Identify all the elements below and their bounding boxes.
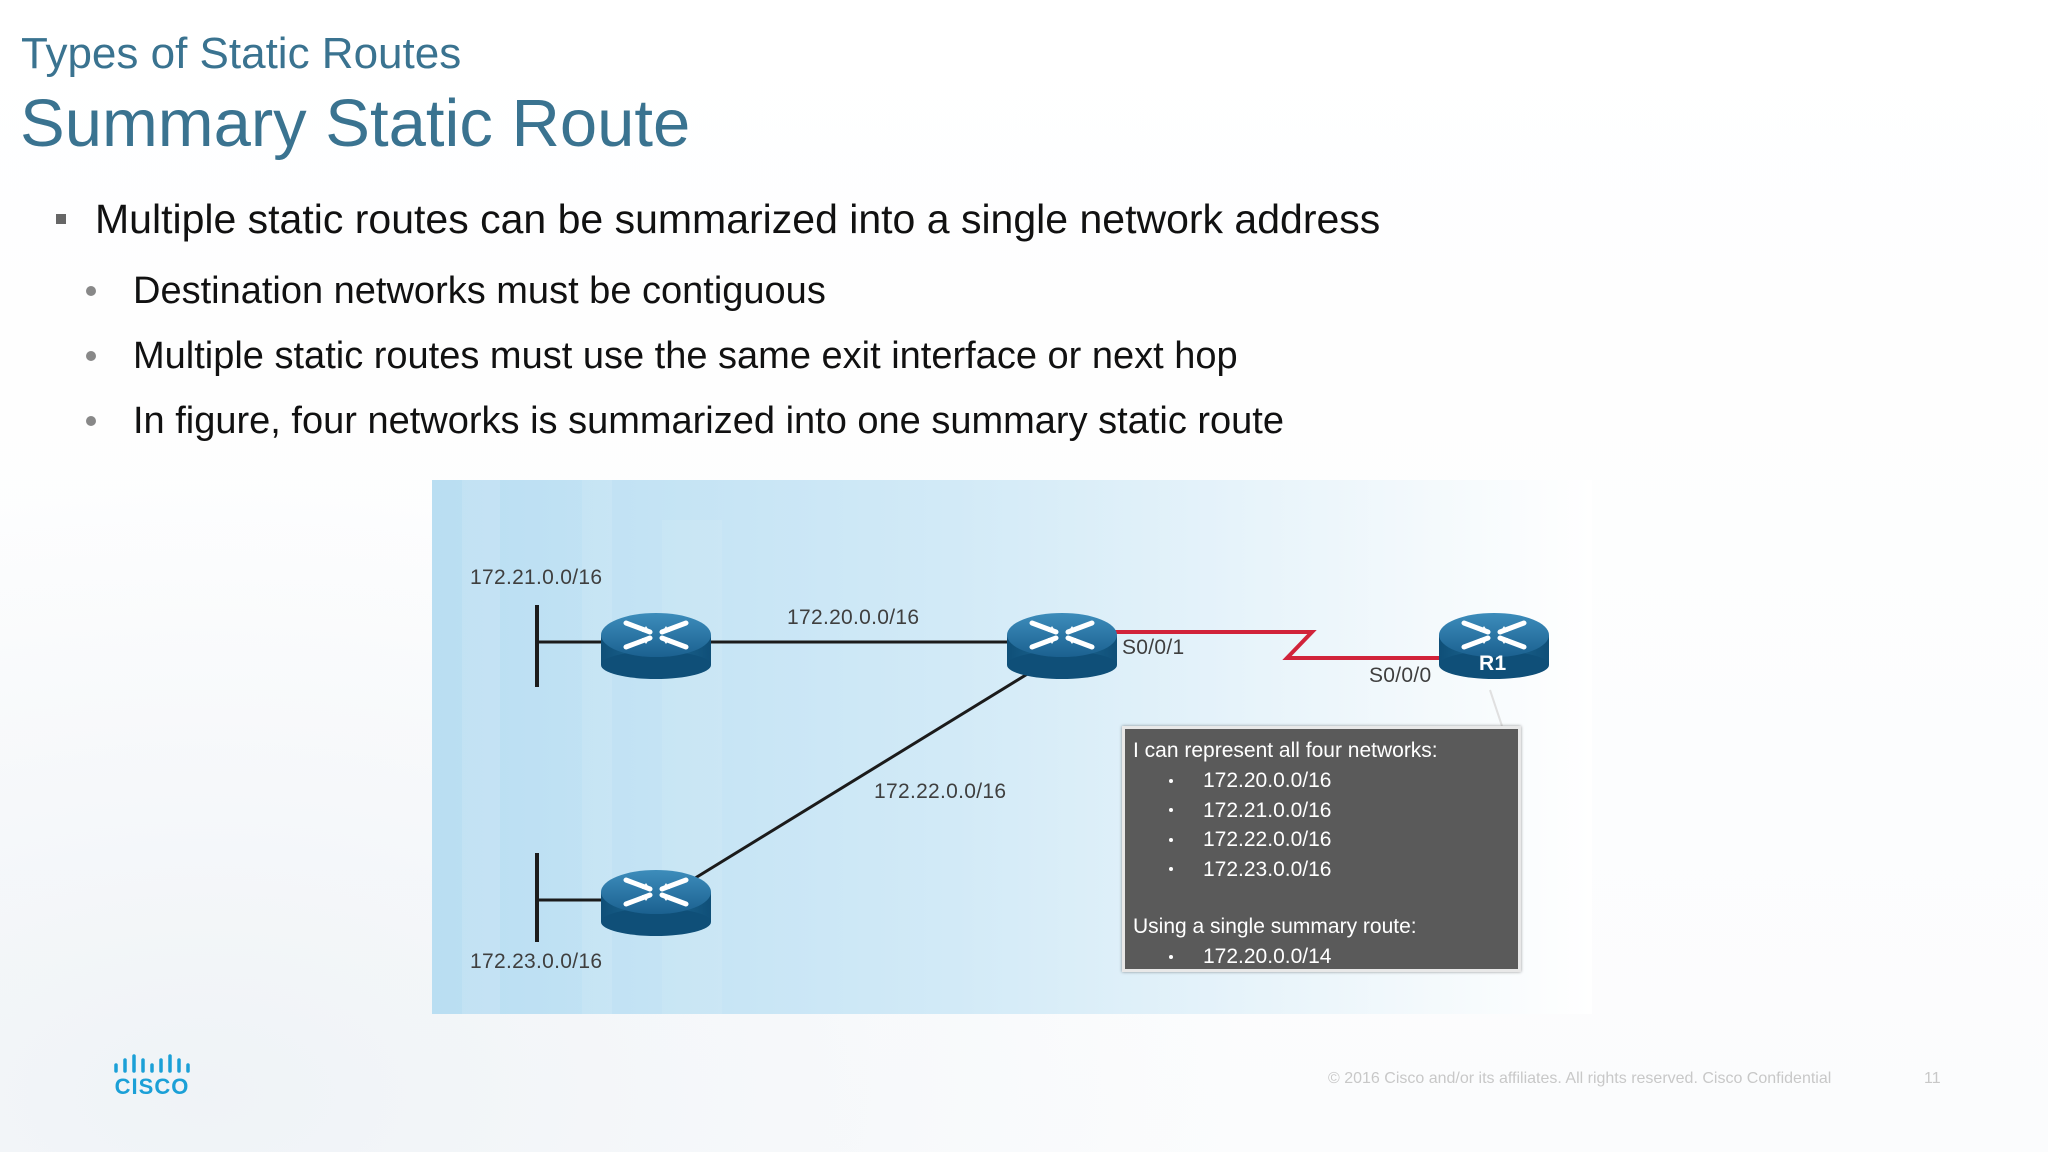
dot-bullet-icon xyxy=(86,416,96,426)
info-box-item: 172.20.0.0/14 xyxy=(1133,942,1510,972)
network-entry: 172.20.0.0/16 xyxy=(1203,769,1332,792)
cisco-bars-icon xyxy=(114,1054,190,1073)
network-label: 172.20.0.0/16 xyxy=(787,606,920,629)
slide-subtitle: Types of Static Routes xyxy=(21,29,462,78)
interface-label: S0/0/0 xyxy=(1369,664,1432,687)
network-entry: 172.23.0.0/16 xyxy=(1203,857,1332,881)
network-entry: 172.21.0.0/16 xyxy=(1203,798,1332,822)
network-topology-figure: 172.21.0.0/16 172.20.0.0/16 172.22.0.0/1… xyxy=(432,480,1592,1014)
dot-bullet-icon xyxy=(1169,867,1173,872)
router-r1-label: R1 xyxy=(1479,652,1507,675)
network-label: 172.21.0.0/16 xyxy=(470,566,603,589)
dot-bullet-icon xyxy=(86,351,96,361)
sub-bullet-text: In figure, four networks is summarized i… xyxy=(133,399,1285,442)
router-center-icon xyxy=(1007,613,1117,679)
sub-bullet: Multiple static routes must use the same… xyxy=(86,332,1238,380)
sub-bullet: Destination networks must be contiguous xyxy=(86,267,826,315)
summary-heading: Using a single summary route: xyxy=(1133,915,1417,938)
info-box-heading: I can represent all four networks: xyxy=(1133,739,1438,762)
callout-pointer xyxy=(1489,689,1503,727)
main-bullet-text: Multiple static routes can be summarized… xyxy=(95,195,1381,242)
summary-route: 172.20.0.0/14 xyxy=(1203,945,1332,968)
router-left-bottom-icon xyxy=(601,870,711,936)
info-box-item: 172.23.0.0/16 xyxy=(1133,855,1510,885)
dot-bullet-icon xyxy=(1169,954,1173,959)
network-label: 172.22.0.0/16 xyxy=(874,780,1007,803)
dot-bullet-icon xyxy=(1169,837,1173,842)
dot-bullet-icon xyxy=(1169,808,1173,813)
page-number: 11 xyxy=(1924,1070,1941,1087)
main-bullet: Multiple static routes can be summarized… xyxy=(56,194,1380,244)
interface-label: S0/0/1 xyxy=(1122,636,1185,659)
slide-title: Summary Static Route xyxy=(20,86,691,161)
info-box-item: 172.20.0.0/16 xyxy=(1133,766,1510,796)
cisco-logo-text: CISCO xyxy=(114,1074,190,1099)
copyright-text: © 2016 Cisco and/or its affiliates. All … xyxy=(1328,1070,1832,1087)
dot-bullet-icon xyxy=(86,286,96,296)
sub-bullet-text: Destination networks must be contiguous xyxy=(133,269,826,312)
info-box-item: 172.21.0.0/16 xyxy=(1133,796,1510,826)
sub-bullet: In figure, four networks is summarized i… xyxy=(86,397,1284,445)
network-entry: 172.22.0.0/16 xyxy=(1203,828,1332,851)
cisco-logo: CISCO xyxy=(112,1054,192,1100)
dot-bullet-icon xyxy=(1169,778,1173,783)
link-172-22 xyxy=(691,663,1043,882)
summary-info-box: I can represent all four networks: 172.2… xyxy=(1122,726,1521,972)
serial-link xyxy=(1112,630,1447,660)
info-box-item: 172.22.0.0/16 xyxy=(1133,825,1510,855)
router-left-top-icon xyxy=(601,613,711,679)
square-bullet-icon xyxy=(56,214,66,224)
network-label: 172.23.0.0/16 xyxy=(470,950,603,973)
sub-bullet-text: Multiple static routes must use the same… xyxy=(133,334,1238,377)
